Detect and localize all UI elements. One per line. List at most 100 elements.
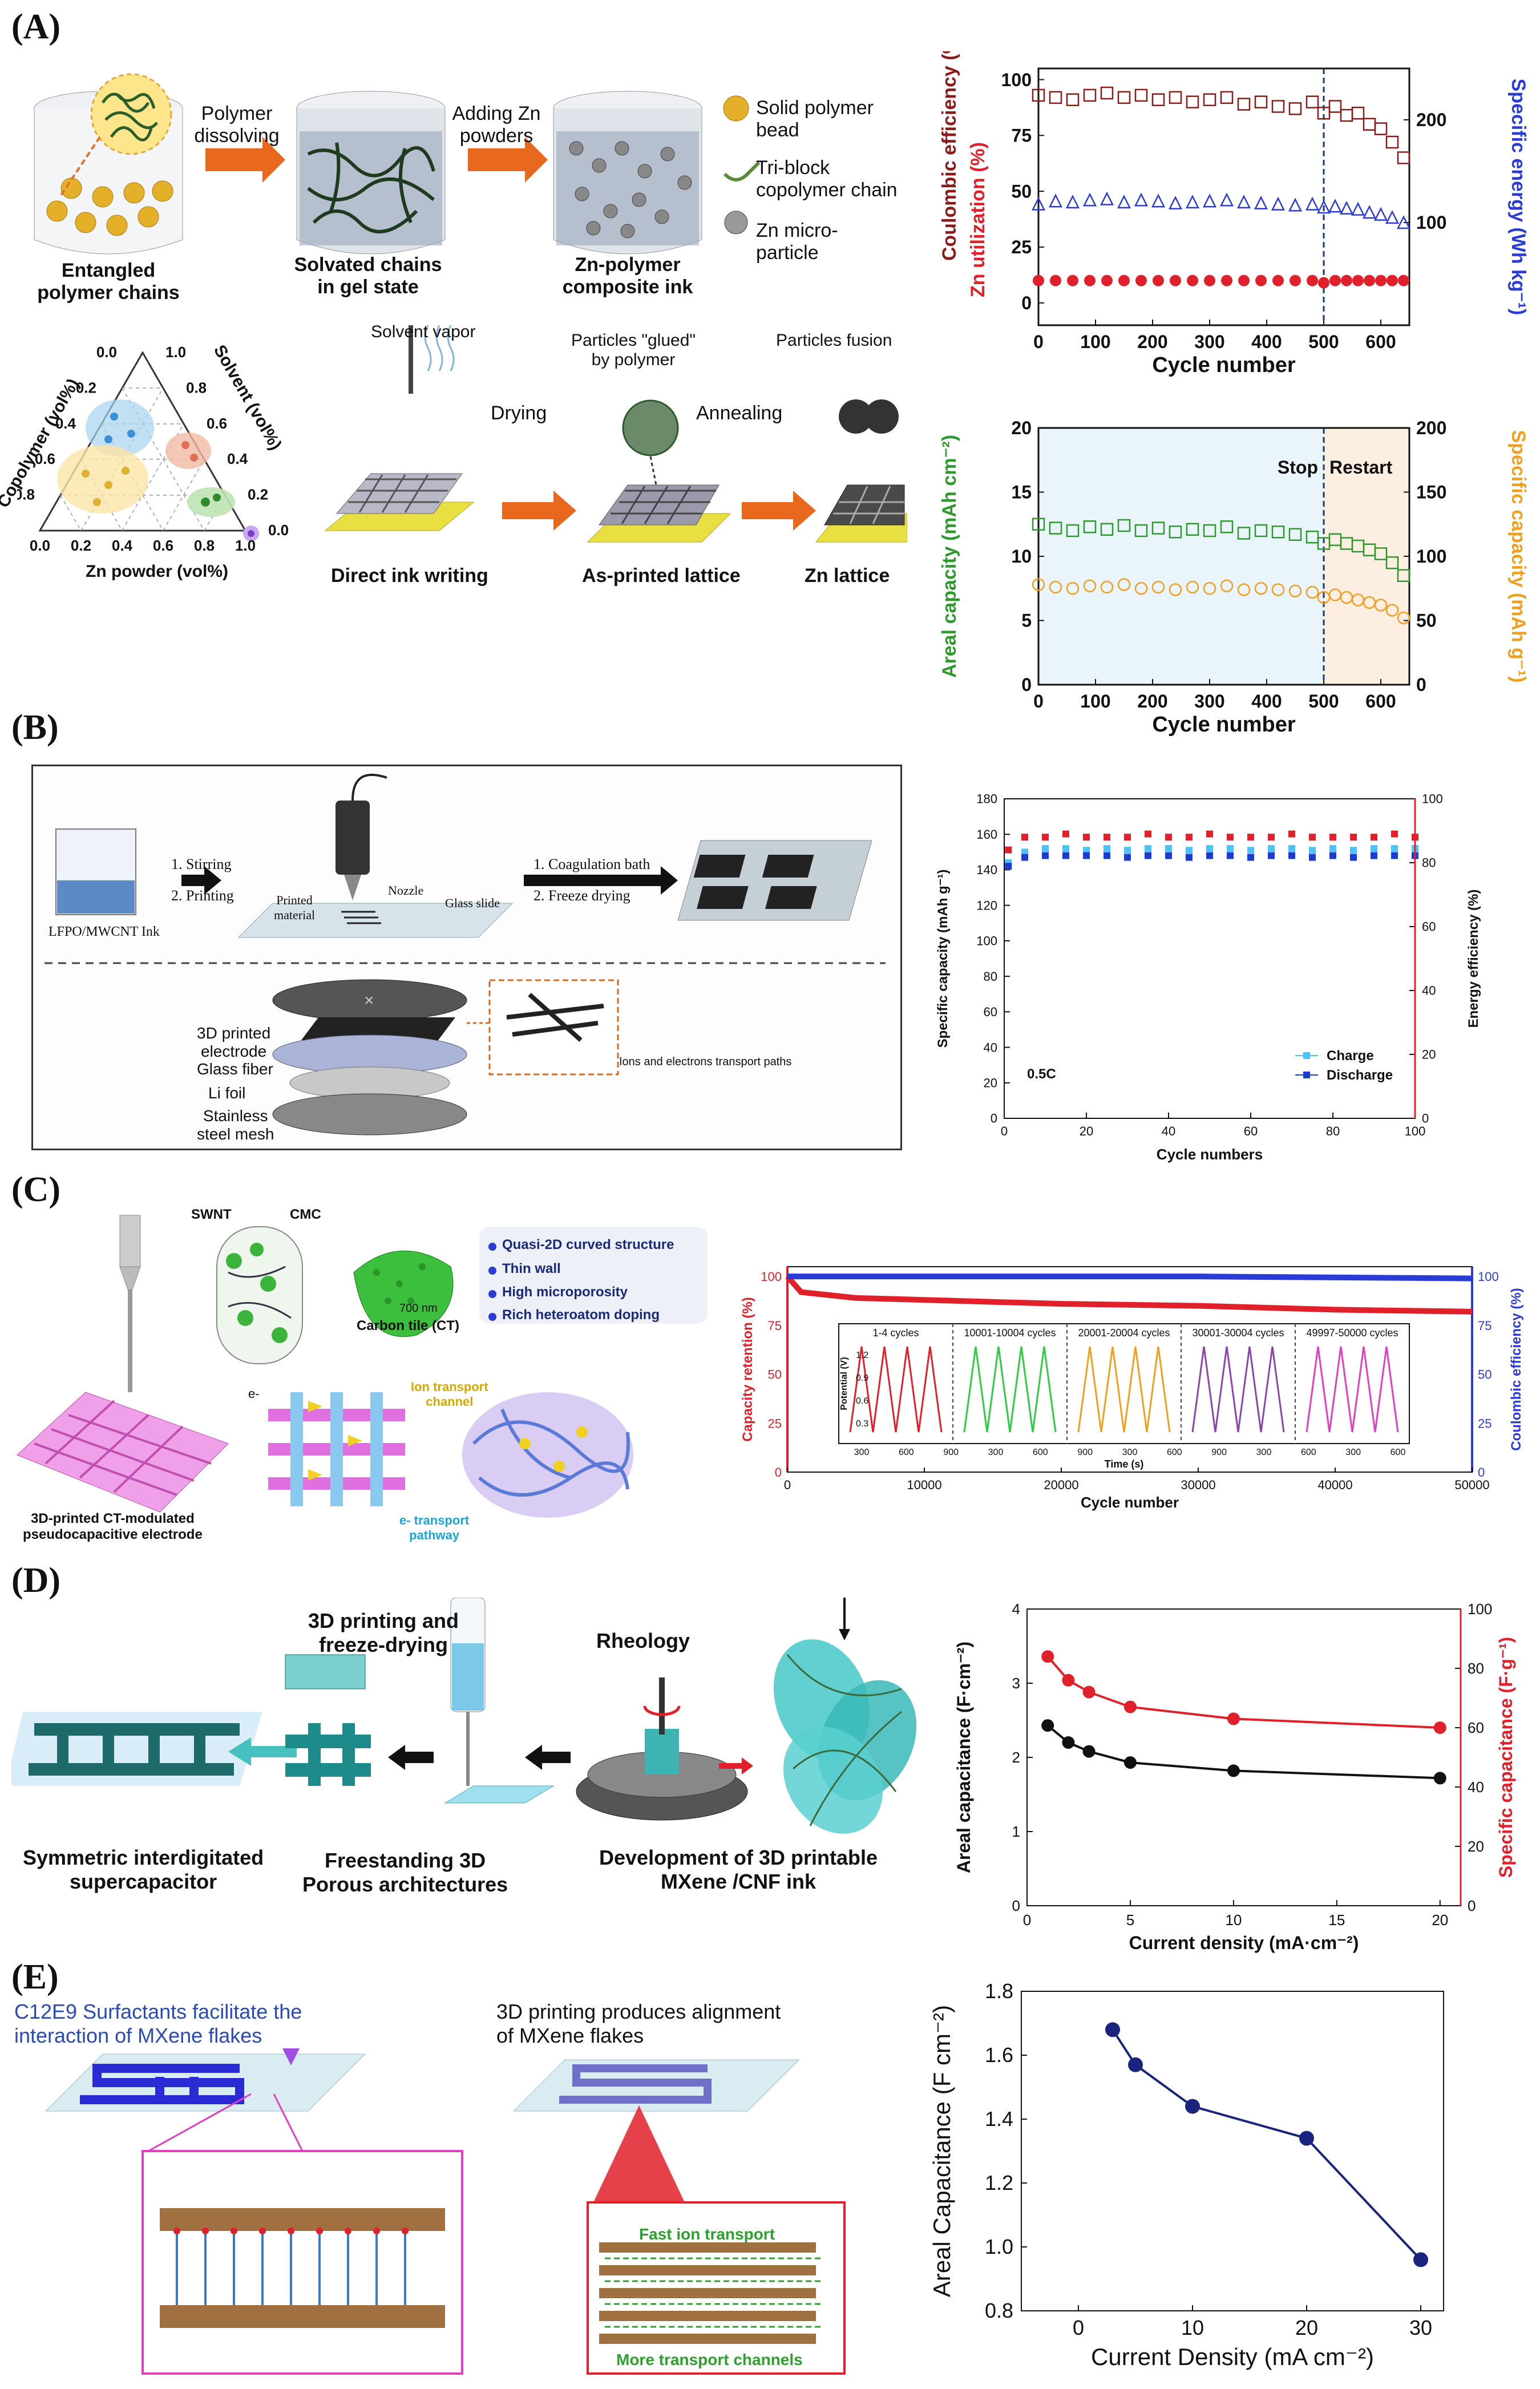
data-point [1396,215,1411,229]
data-point [1391,830,1398,838]
data-point [1067,274,1078,286]
freestanding-graphic [285,1654,371,1786]
ternary-left-tick: 0.8 [17,486,35,503]
data-point [1206,845,1213,852]
data-point [1329,852,1336,859]
glued-label: Particles "glued"by polymer [571,331,696,369]
inset-x-tick-label: 600 [1391,1448,1406,1457]
x-tick-label: 0 [1073,2316,1084,2339]
data-point [1124,847,1131,854]
ternary-right-tick: 0.2 [248,486,268,503]
data-point [1341,274,1352,286]
data-point [1398,274,1409,286]
y-tick-label: 15 [1011,482,1032,503]
x-tick-label: 500 [1308,332,1339,352]
inset-x-tick-label: 600 [1301,1448,1316,1457]
data-point [1153,274,1164,286]
ternary-bottom-tick: 0.2 [71,537,91,554]
data-point [1082,1685,1096,1699]
y-right-tick-label: 150 [1416,482,1446,503]
series-line [1046,1724,1440,1780]
data-point [1387,274,1398,286]
y-axis-label-left: Areal capacity (mAh cm⁻²) [939,435,960,678]
data-point [1128,2057,1143,2072]
data-point [1288,830,1295,838]
data-point [1309,847,1316,854]
x-tick-label: 600 [1365,332,1396,352]
arrow-2 [468,137,548,183]
y-right-tick-label: 25 [1478,1416,1492,1430]
syringe-graphic [444,1598,555,1804]
x-tick-label: 400 [1251,332,1282,352]
data-point [1049,91,1062,104]
surfactant-substrate [45,2048,366,2152]
data-point [1318,277,1329,289]
y-tick-label: 75 [768,1319,782,1333]
data-point [1118,274,1130,286]
ternary-bottom-tick: 1.0 [235,537,256,554]
x-tick-label: 100 [1405,1124,1426,1138]
data-point [1151,580,1165,594]
data-point [1363,118,1376,131]
inset-x-tick-label: 300 [1345,1448,1361,1457]
y-tick-label: 0 [1012,1897,1020,1914]
data-point [1186,580,1199,594]
data-point [1202,193,1217,208]
y-tick-label: 100 [761,1270,782,1284]
x-tick-label: 300 [1194,332,1224,352]
data-point [1329,845,1336,852]
solvent-vapor-label: Solvent vapor [371,322,476,341]
y-right-tick-label: 100 [1468,1600,1492,1618]
data-point [1123,1700,1137,1713]
svg-text:×: × [364,991,374,1010]
as-printed-label: As-printed lattice [582,565,741,587]
data-point [1124,854,1131,861]
arrow-drying [502,491,576,531]
nozzle-c [119,1215,141,1392]
y-tick-label: 100 [1001,70,1032,90]
legend3-label: Zn micro-particle [756,220,838,264]
data-point [1062,852,1069,859]
data-point [1134,582,1148,595]
inset-segment-label: 20001-20004 cycles [1078,1327,1170,1339]
inset-x-tick-label: 300 [988,1448,1004,1457]
data-point [1247,854,1254,861]
y-axis-label: Areal Capacitance (F cm⁻²) [928,2005,955,2297]
arrow-annealing [742,491,816,531]
data-point [1145,852,1151,859]
arrow-d3 [525,1745,571,1770]
mxene-flakes-graphic [773,1598,917,1834]
data-point [1101,274,1113,286]
y-tick-label: 140 [976,863,997,877]
y-axis-label-top: Coulombic efficiency (%) [939,51,960,261]
y-right-tick-label: 200 [1416,110,1446,130]
x-tick-label: 0 [784,1478,791,1492]
swnt-label: SWNT [191,1207,232,1222]
y-axis-label-right: Specific capacity (mAh g⁻¹) [1507,430,1529,682]
data-point [1151,193,1166,208]
x-tick-label: 20000 [1044,1478,1078,1492]
ternary-left-tick: 0.6 [35,450,55,467]
data-point [1048,193,1063,208]
data-point [1268,834,1275,841]
data-point [1117,195,1131,209]
y-tick-label: 0 [991,1111,997,1126]
data-point [1227,1712,1240,1725]
x-tick-label: 400 [1251,691,1282,712]
data-point [1255,274,1267,286]
y-tick-label: 0 [1021,293,1032,313]
y-axis-label-bottom: Zn utilization (%) [967,142,989,297]
data-point [1350,854,1357,861]
inset-x-tick-label: 900 [1077,1448,1093,1457]
schematic-c [17,1215,708,1518]
li-foil-label: Li foil [208,1084,246,1102]
data-point [1049,522,1062,535]
data-point [1350,834,1357,841]
x-tick-label: 0 [1001,1124,1008,1138]
supercapacitor-graphic [11,1712,262,1786]
panel-label-a: (A) [11,7,61,46]
